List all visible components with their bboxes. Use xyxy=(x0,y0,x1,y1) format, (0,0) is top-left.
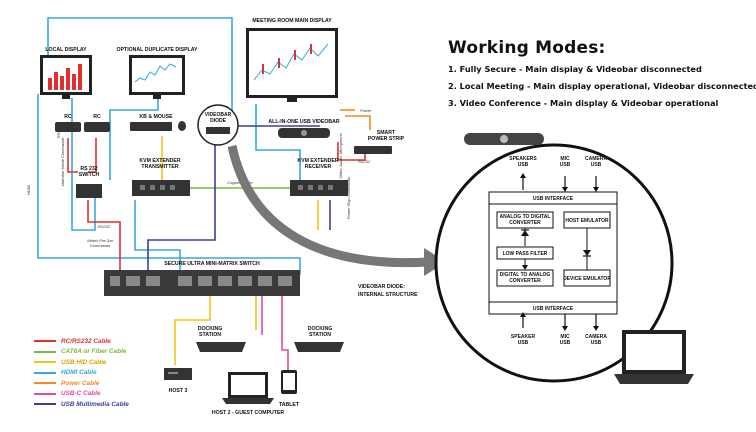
duplicate-display-label: OPTIONAL DUPLICATE DISPLAY xyxy=(117,47,198,53)
legend-item-rc: RC/RS232 Cable xyxy=(34,336,129,347)
device-emulator-box: DEVICE EMULATOR xyxy=(563,276,611,282)
videobar-internal-label: VIDEOBAR DIODE:INTERNAL STRUCTURE xyxy=(358,284,418,298)
all-in-one-videobar: ALL-IN-ONE USB VIDEOBAR xyxy=(268,119,340,138)
host3-label: HOST 3 xyxy=(169,388,188,394)
hdmi-cable-main xyxy=(37,94,301,275)
local-display: LOCAL DISPLAY xyxy=(40,47,92,99)
working-modes-title: Working Modes: xyxy=(448,38,606,58)
hdmi-cable-mid xyxy=(134,200,181,275)
working-mode-2: 2. Local Meeting - Main display operatio… xyxy=(448,81,756,91)
usbhid-cable-host3 xyxy=(174,296,211,365)
lpf-box: LOW PASS FILTER xyxy=(503,251,548,257)
working-mode-1: 1. Fully Secure - Main display & Videoba… xyxy=(448,64,702,74)
hdmi-cable-main-display xyxy=(255,104,301,185)
rc-cable-2 xyxy=(88,138,97,173)
usb-interface-bottom: USB INTERFACE xyxy=(533,306,574,312)
rc-box-2: RC xyxy=(84,114,110,132)
rs232-cable xyxy=(87,200,121,275)
kb-mouse: KB & MOUSE xyxy=(130,114,186,131)
hdmi-cable-dup xyxy=(109,98,159,180)
kb-mouse-label: KB & MOUSE xyxy=(139,114,173,120)
hdmi-cable-local xyxy=(71,98,96,231)
tablet-label: TABLET xyxy=(279,402,300,408)
laptop-right xyxy=(614,330,694,384)
legend-item-usbhid: USB HID Cable xyxy=(34,357,129,368)
legend: RC/RS232 Cable CAT6A or Fiber Cable USB … xyxy=(34,336,129,410)
duplicate-display: OPTIONAL DUPLICATE DISPLAY xyxy=(117,47,198,99)
legend-item-power: Power Cable xyxy=(34,378,129,389)
local-display-label: LOCAL DISPLAY xyxy=(45,47,87,53)
power-label: Power xyxy=(360,108,372,113)
host-emulator-box: HOST EMULATOR xyxy=(565,218,609,224)
main-display: MEETING ROOM MAIN DISPLAY xyxy=(246,18,338,102)
usb-interface-top: USB INTERFACE xyxy=(533,196,574,202)
rc-cable-1 xyxy=(67,138,78,173)
legend-item-hdmi: HDMI Cable xyxy=(34,368,129,379)
matrix-switch-label: SECURE ULTRA MINI-MATRIX SWITCH xyxy=(164,261,260,267)
power-cable xyxy=(345,115,371,130)
video-audio-mic-label: Video, Audio, Microphone xyxy=(338,132,343,178)
rs232-strip-label: RS232 xyxy=(358,159,371,164)
working-mode-3: 3. Video Conference - Main display & Vid… xyxy=(448,98,719,108)
rc-box-1: RC xyxy=(55,114,81,132)
rc2-label: RC xyxy=(93,114,101,120)
rs232-tx-label: RS232 xyxy=(98,224,111,229)
usbc-cable-2 xyxy=(281,296,289,370)
power-strip-cmd-label: Power Strip Commands xyxy=(346,177,351,219)
cables xyxy=(37,17,371,370)
rc-rs232-label: RS232 xyxy=(56,125,61,138)
legend-item-usbc: USB-C Cable xyxy=(34,389,129,400)
legend-item-cat6: CAT6A or Fiber Cable xyxy=(34,347,129,358)
legend-item-usbmm: USB Multimedia Cable xyxy=(34,399,129,410)
tablet: TABLET xyxy=(279,370,300,408)
main-display-label: MEETING ROOM MAIN DISPLAY xyxy=(252,18,332,24)
host2-laptop: HOST 2 - GUEST COMPUTER xyxy=(212,372,285,416)
matrix-switch[interactable]: SECURE ULTRA MINI-MATRIX SWITCH xyxy=(104,261,300,296)
rc1-label: RC xyxy=(64,114,72,120)
usbmm-cable-1 xyxy=(147,130,216,275)
videobar-cmd-label: Videobar Diode Commands xyxy=(60,137,65,186)
host3: HOST 3 xyxy=(164,368,192,394)
hdmi-cable-label: HDMI xyxy=(26,184,31,195)
host2-label: HOST 2 - GUEST COMPUTER xyxy=(212,410,285,416)
rs232-cable-strip xyxy=(337,142,366,161)
videobar-label: ALL-IN-ONE USB VIDEOBAR xyxy=(268,119,339,125)
